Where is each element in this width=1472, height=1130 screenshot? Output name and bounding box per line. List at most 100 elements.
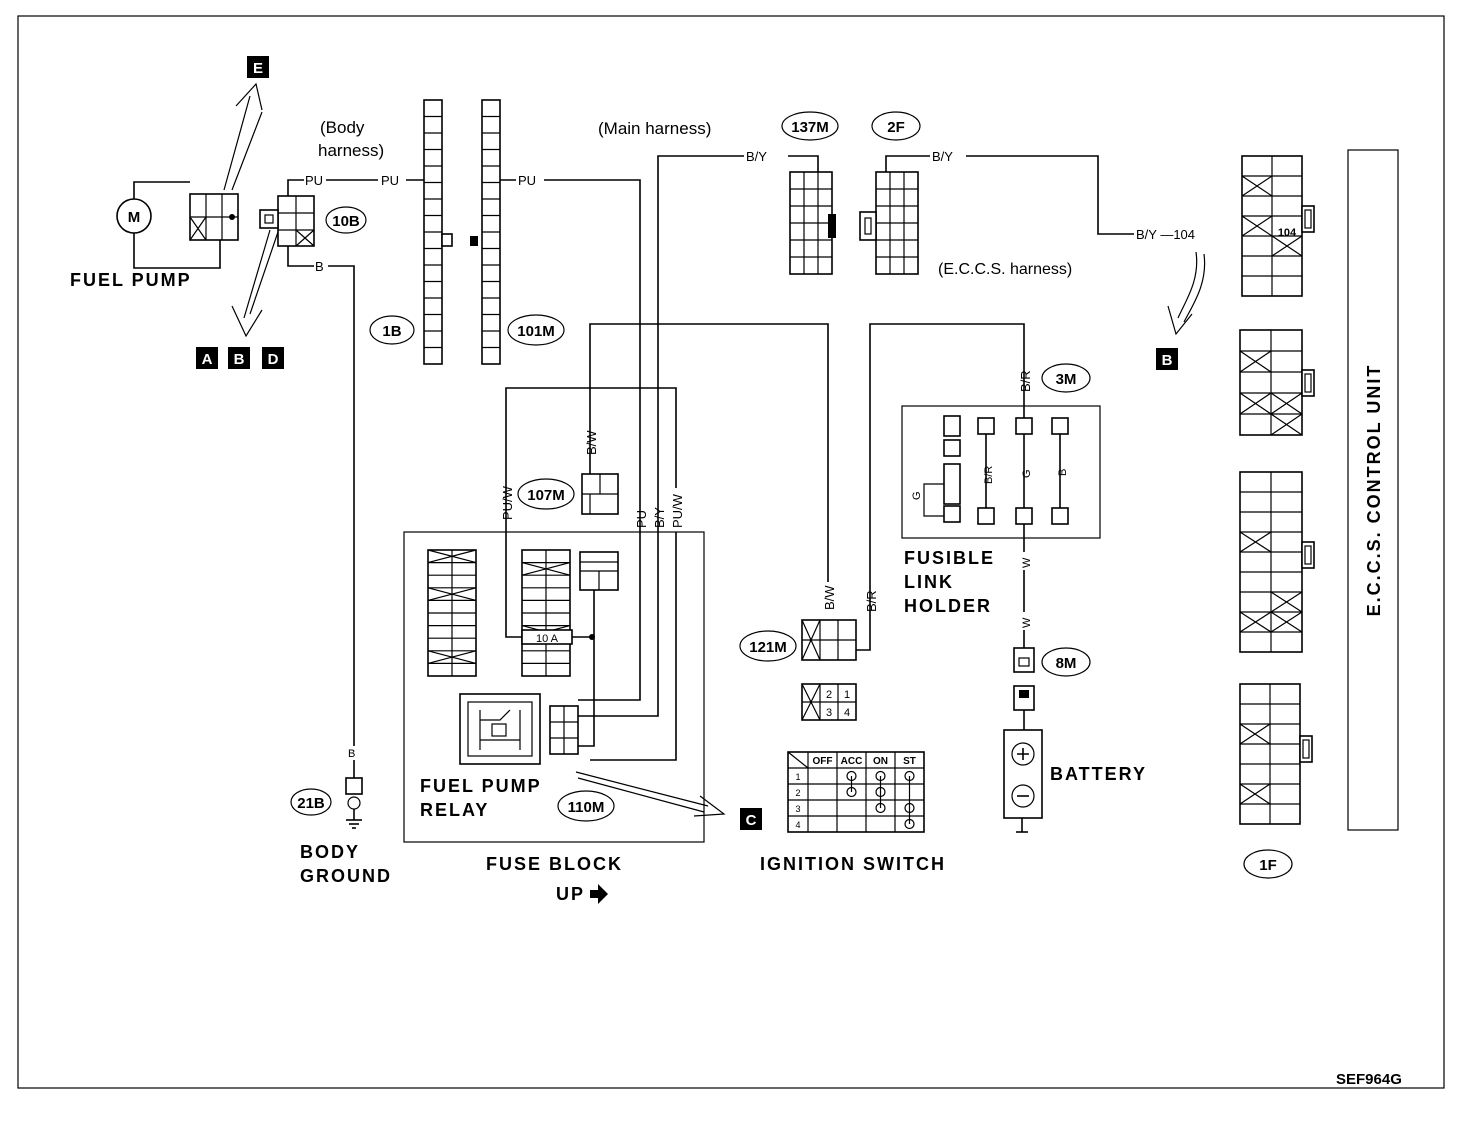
relay-socket bbox=[579, 551, 619, 591]
svg-text:B: B bbox=[348, 748, 355, 760]
svg-text:W: W bbox=[1021, 557, 1033, 568]
svg-text:B: B bbox=[1162, 352, 1173, 369]
label-3m: 3M bbox=[1056, 371, 1077, 388]
svg-text:10B: 10B bbox=[332, 213, 360, 230]
connector-121m-pinout: 2 1 3 4 bbox=[801, 683, 857, 721]
label-107m: 107M bbox=[527, 487, 565, 504]
svg-text:PU/W: PU/W bbox=[670, 493, 685, 528]
label-110m: 110M bbox=[568, 799, 605, 816]
svg-text:1: 1 bbox=[844, 689, 850, 701]
connector-101m: 101M bbox=[517, 323, 555, 340]
connector-1b-strip bbox=[423, 99, 443, 365]
svg-text:PU/W: PU/W bbox=[500, 485, 515, 520]
main-harness-label: (Main harness) bbox=[598, 119, 711, 138]
ignition-header: OFF bbox=[813, 756, 833, 767]
connector-137m bbox=[789, 171, 836, 275]
svg-text:B/R: B/R bbox=[1018, 370, 1033, 392]
marker-e bbox=[247, 56, 269, 78]
fuse-block-frame bbox=[403, 531, 705, 843]
label-8m: 8M bbox=[1056, 655, 1077, 672]
battery bbox=[1003, 729, 1043, 833]
svg-text:B: B bbox=[1057, 469, 1069, 476]
fuel-pump-connector bbox=[189, 193, 239, 241]
relay-connector bbox=[549, 705, 579, 755]
fusible-link-g-left: G bbox=[911, 415, 961, 523]
fuse-10a: 10 A bbox=[521, 629, 573, 645]
markers-abd: A B D bbox=[196, 347, 284, 369]
connector-2f-lock bbox=[859, 211, 877, 241]
diagram-frame bbox=[17, 15, 1445, 1089]
body-ground-label-2: GROUND bbox=[300, 866, 392, 886]
up-arrow-icon bbox=[590, 884, 608, 904]
fuel-pump-relay bbox=[459, 693, 541, 765]
body-harness-label-1: (Body bbox=[320, 118, 365, 137]
ignition-switch-label: IGNITION SWITCH bbox=[760, 854, 946, 874]
svg-text:2: 2 bbox=[826, 689, 832, 701]
wire-pu-10b bbox=[287, 179, 424, 196]
svg-text:B/Y —104: B/Y —104 bbox=[1136, 227, 1195, 242]
fuel-pump-label: FUEL PUMP bbox=[70, 270, 192, 290]
body-harness-label-2: harness) bbox=[318, 141, 384, 160]
svg-text:3: 3 bbox=[826, 707, 832, 719]
connector-1b: 1B bbox=[382, 323, 401, 340]
fuel-pump-relay-label-2: RELAY bbox=[420, 800, 489, 820]
ignition-row: 4 bbox=[795, 820, 800, 830]
fusible-label-1: FUSIBLE bbox=[904, 548, 995, 568]
connector-8m bbox=[1013, 647, 1035, 730]
ignition-row: 3 bbox=[795, 804, 800, 814]
svg-text:B: B bbox=[234, 351, 245, 368]
wire-pu-main bbox=[500, 179, 641, 498]
svg-text:PU: PU bbox=[381, 173, 399, 188]
svg-text:B/R: B/R bbox=[864, 590, 879, 612]
fuse-block-middle-column bbox=[521, 549, 571, 677]
eccs-harness-label: (E.C.C.S. harness) bbox=[938, 261, 1072, 278]
svg-text:PU: PU bbox=[634, 510, 649, 528]
svg-text:C: C bbox=[746, 812, 757, 829]
wire-by-top bbox=[657, 155, 819, 498]
label-1f: 1F bbox=[1259, 857, 1277, 874]
arrow-to-e bbox=[223, 82, 263, 191]
eccs-control-unit bbox=[1347, 149, 1399, 831]
label-137m: 137M bbox=[791, 119, 829, 136]
eccs-connectors: 104 bbox=[1239, 155, 1315, 825]
fuse-block-left-column bbox=[427, 549, 477, 677]
connector-121m bbox=[801, 619, 857, 661]
marker-b bbox=[1156, 348, 1178, 370]
figure-code: SEF964G bbox=[1336, 1071, 1402, 1088]
svg-text:E: E bbox=[253, 60, 263, 77]
arrow-to-abd bbox=[231, 229, 279, 338]
connector-21b: 21B bbox=[297, 795, 325, 812]
fusible-link-br: B/R bbox=[977, 417, 995, 525]
svg-text:B/Y: B/Y bbox=[932, 149, 953, 164]
label-2f: 2F bbox=[887, 119, 905, 136]
svg-text:B/W: B/W bbox=[822, 585, 837, 610]
body-ground-label-1: BODY bbox=[300, 842, 360, 862]
up-label: UP bbox=[556, 884, 585, 904]
ignition-corner-diagonal bbox=[787, 751, 809, 769]
wire-by-eccs bbox=[885, 155, 1134, 235]
svg-text:G: G bbox=[911, 491, 923, 500]
wire-puw bbox=[505, 387, 677, 761]
fuel-pump: M FUEL PUMP bbox=[70, 181, 239, 290]
marker-c bbox=[740, 808, 762, 830]
connector-101m-strip bbox=[481, 99, 501, 365]
ignition-header: ST bbox=[903, 756, 916, 767]
fuel-pump-relay-label-1: FUEL PUMP bbox=[420, 776, 542, 796]
fusible-link-b: B bbox=[1051, 417, 1069, 525]
battery-label: BATTERY bbox=[1050, 764, 1147, 784]
svg-text:D: D bbox=[268, 351, 279, 368]
wire-br bbox=[856, 323, 1025, 651]
svg-text:4: 4 bbox=[844, 707, 850, 719]
fuse-block-label: FUSE BLOCK bbox=[486, 854, 623, 874]
ignition-row: 1 bbox=[795, 772, 800, 782]
connector-2f bbox=[859, 171, 919, 275]
arrow-to-c bbox=[575, 771, 726, 817]
svg-text:PU: PU bbox=[518, 173, 536, 188]
svg-text:B/Y: B/Y bbox=[652, 507, 667, 528]
ignition-header: ACC bbox=[841, 756, 863, 767]
eccs-control-unit-label: E.C.C.S. CONTROL UNIT bbox=[1364, 364, 1384, 617]
connector-107m bbox=[581, 473, 619, 515]
label-121m: 121M bbox=[749, 639, 787, 656]
fusible-label-3: HOLDER bbox=[904, 596, 992, 616]
